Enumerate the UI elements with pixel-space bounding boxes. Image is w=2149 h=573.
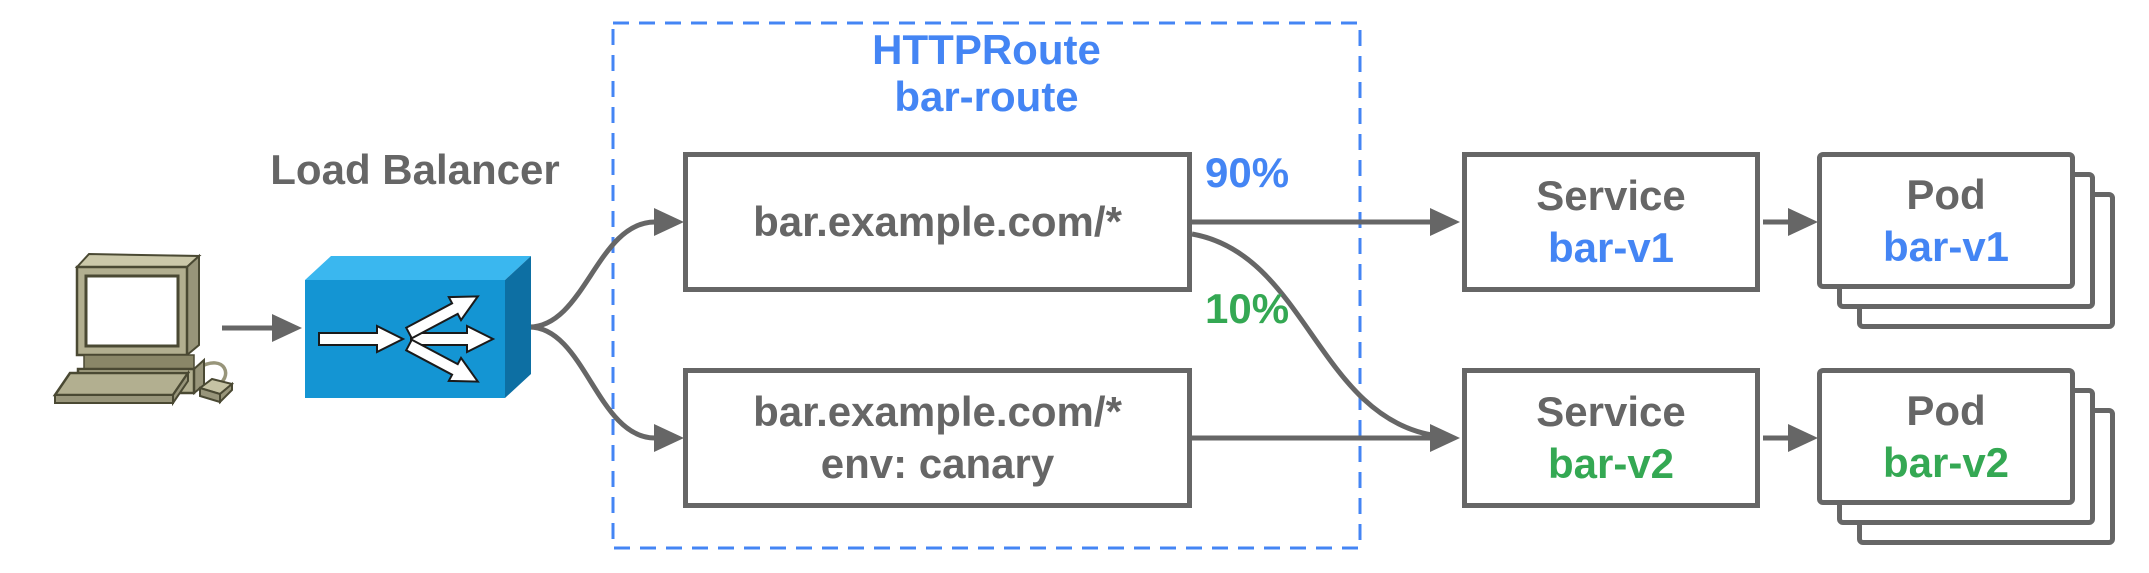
arrow-lb-to-rule1 <box>528 219 656 330</box>
service-name: bar-v1 <box>1547 224 1675 271</box>
pod-kind: Pod <box>1906 386 1986 434</box>
service-kind: Service <box>1536 388 1686 435</box>
arrow-rule1-to-service2-curve <box>1191 231 1439 439</box>
load-balancer-label: Load Balancer <box>270 146 560 193</box>
httproute-title: HTTPRoute bar-route <box>613 26 1360 120</box>
pod-bar-v2-box: Pod bar-v2 <box>1817 368 2075 505</box>
weight-label-90: 90% <box>1205 149 1290 196</box>
arrowhead-to-service2 <box>1430 424 1460 452</box>
pod-kind: Pod <box>1906 170 1986 218</box>
httproute-kind: HTTPRoute <box>872 26 1101 73</box>
arrowhead-lb-to-rule1 <box>654 208 684 236</box>
arrowhead-service2-to-pod2 <box>1788 424 1818 452</box>
arrowhead-service1-to-pod1 <box>1788 208 1818 236</box>
arrowhead-client-to-lb <box>272 314 302 342</box>
arrowhead-rule1-to-service1 <box>1430 208 1460 236</box>
route-rule-2-header: env: canary <box>820 440 1055 487</box>
route-rule-1-match: bar.example.com/* <box>753 198 1122 245</box>
route-rule-1-box: bar.example.com/* <box>683 152 1192 292</box>
pod-name: bar-v1 <box>1882 222 2010 270</box>
route-rule-2-match: bar.example.com/* <box>753 388 1122 435</box>
load-balancer-icon <box>305 256 531 398</box>
httproute-name: bar-route <box>894 73 1079 120</box>
pod-name: bar-v2 <box>1882 438 2010 486</box>
client-computer-icon <box>52 252 235 407</box>
service-name: bar-v2 <box>1547 440 1675 487</box>
service-bar-v2-box: Service bar-v2 <box>1462 368 1760 508</box>
service-kind: Service <box>1536 172 1686 219</box>
arrow-lb-to-rule2 <box>528 324 656 441</box>
route-rule-2-box: bar.example.com/* env: canary <box>683 368 1192 508</box>
pod-bar-v1-box: Pod bar-v1 <box>1817 152 2075 289</box>
service-bar-v1-box: Service bar-v1 <box>1462 152 1760 292</box>
arrowhead-lb-to-rule2 <box>654 424 684 452</box>
weight-label-10: 10% <box>1205 285 1290 332</box>
httproute-dashed-border <box>611 21 1362 550</box>
